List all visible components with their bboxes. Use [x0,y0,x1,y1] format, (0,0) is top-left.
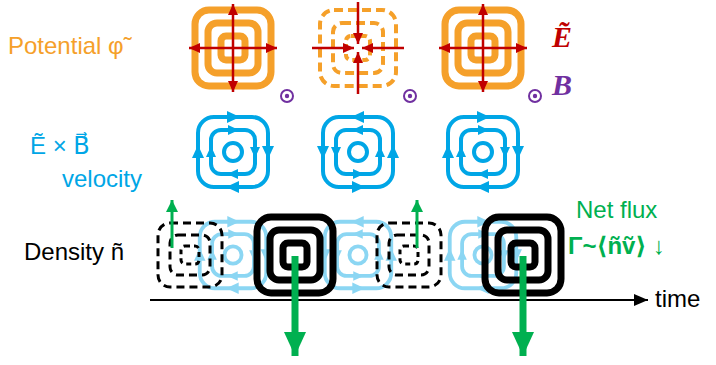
vortex-underlay [194,216,522,294]
field-symbol: Ẽ [552,20,572,55]
flux-label: Net flux [576,196,657,224]
magnetic-field-symbol [404,90,416,102]
row-label: Density ñ [24,238,124,266]
magnetic-field-symbol [529,90,541,102]
axis-label: time [655,285,700,313]
row-label: Ẽ × B⃗ [30,132,90,160]
flux-up-arrow [171,200,174,248]
electric-field-arrows [189,4,277,92]
flux-down-arrow [520,256,527,356]
exb-vortex [442,111,524,193]
field-symbol: B⃗ [552,68,595,103]
electric-field-arrows [312,2,404,94]
flux-formula: Γ~⟨ñṽ⟩ ↓ [568,232,665,260]
exb-vortex [192,111,274,193]
flux-up-arrow [416,200,419,248]
row-label: velocity [62,165,142,193]
flux-down-arrow [292,256,299,356]
density-depletion [377,223,441,287]
magnetic-field-symbol [281,90,293,102]
density-depletion [158,223,222,287]
exb-vortex [317,111,399,193]
row-label: Potential φ̃ [8,32,124,60]
electric-field-arrows [439,4,527,92]
time-axis [150,299,648,301]
